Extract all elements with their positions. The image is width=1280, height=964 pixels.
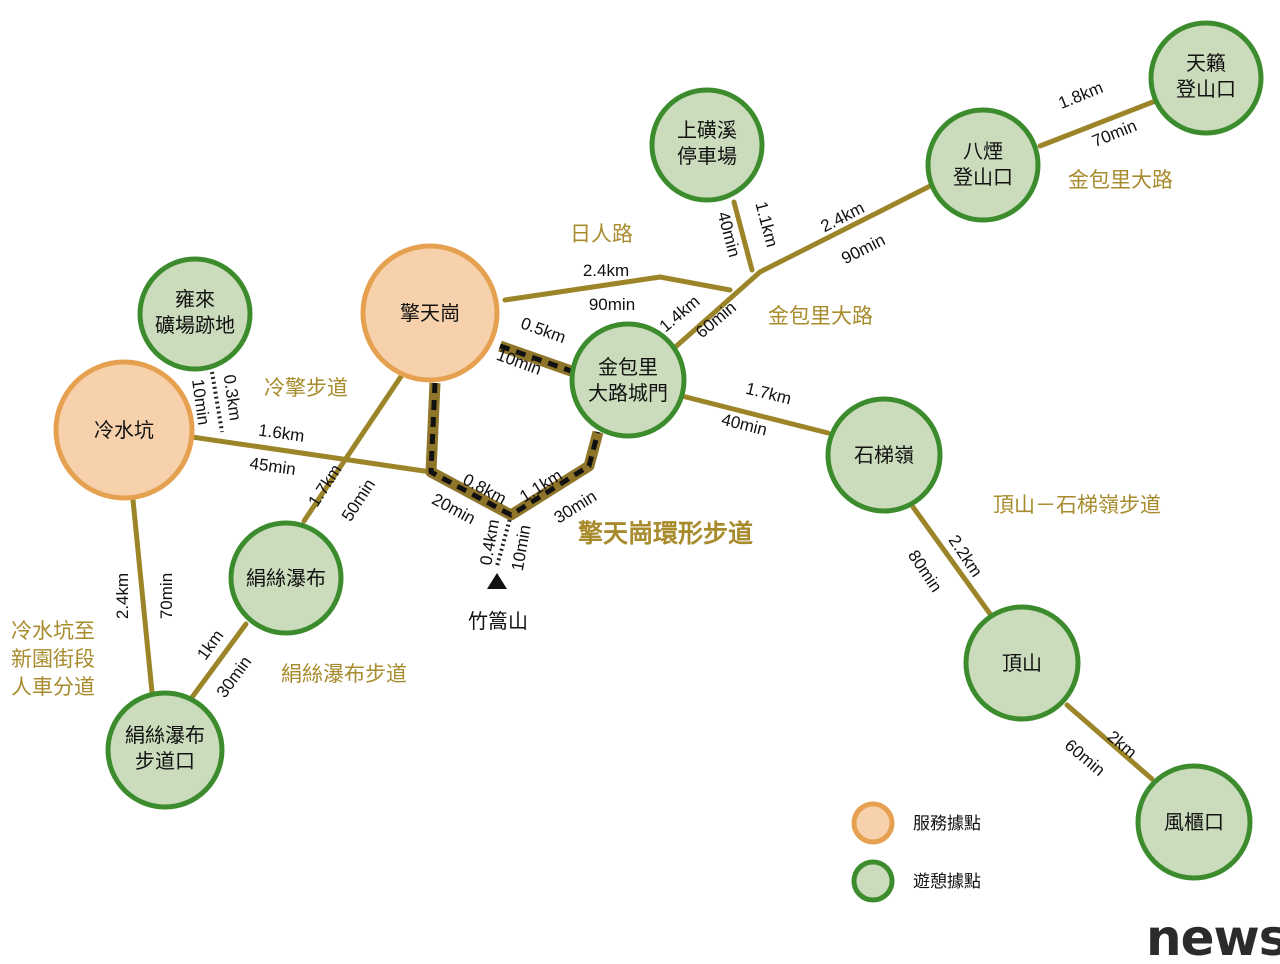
distance-label: 1.7km: [304, 461, 345, 510]
time-label: 45min: [248, 454, 297, 479]
edge-label-juansi-trailhead: 1km 30min: [193, 626, 255, 701]
node-label: 登山口: [953, 166, 1013, 189]
time-label: 60min: [1061, 736, 1109, 780]
edge-label-zhuzi: 0.4km 10min: [476, 518, 534, 572]
distance-label: 1.1km: [751, 200, 781, 250]
node-tianlai[interactable]: 天籟 登山口: [1148, 20, 1264, 136]
legend-rest-swatch: [851, 859, 895, 903]
road-label-loop: 擎天崗環形步道: [578, 519, 753, 548]
road-label-jinbaoli-upper: 金包里大路: [1068, 169, 1173, 192]
node-label: 雍來: [175, 288, 215, 311]
legend: 服務據點 遊憩據點: [851, 801, 981, 903]
route-jinbaoli-upper: [669, 179, 941, 353]
edge-label-qingtian-gate: 0.5km 10min: [494, 314, 568, 379]
node-jinbaoli-gate[interactable]: 金包里 大路城門: [569, 321, 687, 439]
distance-label: 2.4km: [113, 573, 132, 619]
node-label: 天籟: [1186, 52, 1226, 75]
distance-label: 0.5km: [518, 314, 568, 348]
node-label: 絹絲瀑布: [246, 567, 326, 590]
distance-label: 1.6km: [257, 421, 305, 446]
route-gate-shitiling: [679, 393, 831, 436]
edge-label-leng-trailhead: 2.4km 70min: [113, 573, 176, 619]
distance-label: 1.7km: [744, 379, 794, 409]
node-label: 停車場: [677, 145, 737, 168]
route-shitiling-dingshan: [910, 504, 996, 621]
road-label-lengshui-line3: 人車分道: [11, 676, 95, 699]
route-leng-trailhead: [130, 497, 155, 695]
routes: [130, 97, 1161, 782]
peak-triangle-icon: [487, 573, 507, 589]
node-shitiling[interactable]: 石梯嶺: [825, 396, 943, 514]
loop-trail: [425, 340, 604, 521]
node-label: 礦場跡地: [155, 314, 235, 337]
route-lengqing: [189, 434, 434, 475]
node-juansi[interactable]: 絹絲瀑布: [228, 520, 344, 636]
node-label: 擎天崗: [400, 302, 460, 325]
time-label: 90min: [838, 230, 888, 268]
road-label-juansi: 絹絲瀑布步道: [281, 663, 407, 686]
road-label-rirenlu: 日人路: [570, 223, 633, 246]
legend-service-label: 服務據點: [913, 814, 981, 833]
distance-label: 1.8km: [1056, 78, 1106, 113]
route-dingshan-fenggui: [1064, 702, 1155, 782]
node-dingshan[interactable]: 頂山: [963, 604, 1081, 722]
node-qingtiangang[interactable]: 擎天崗: [360, 243, 500, 383]
brand-logo: news: [1146, 909, 1280, 964]
distance-label: 2km: [1104, 727, 1141, 762]
loop-link-dash: [499, 343, 575, 375]
node-label: 風櫃口: [1164, 811, 1224, 834]
node-label: 八煙: [963, 140, 1003, 163]
time-label: 90min: [589, 295, 635, 314]
nodes: 冷水坑 擎天崗 雍來 礦場跡地 絹絲瀑布 絹絲瀑布 步道口 金包里 大路城門 上…: [53, 20, 1264, 881]
road-label-dingshan: 頂山－石梯嶺步道: [993, 494, 1161, 517]
node-label: 登山口: [1176, 78, 1236, 101]
node-fenggui[interactable]: 風櫃口: [1135, 763, 1253, 881]
edge-label-bayan: 2.4km 90min: [818, 198, 889, 268]
distance-label: 0.3km: [220, 373, 245, 421]
loop-base: [425, 382, 604, 521]
route-qingtian-juansi: [301, 372, 405, 524]
time-label: 50min: [338, 476, 379, 525]
time-label: 70min: [157, 573, 176, 619]
road-label-lengqing: 冷擎步道: [264, 377, 348, 400]
road-label-lengshui-line2: 新園街段: [11, 648, 95, 671]
route-rirenlu: [502, 274, 733, 303]
node-label: 上磺溪: [677, 119, 737, 142]
node-label: 大路城門: [588, 382, 668, 405]
legend-service-swatch: [851, 801, 895, 845]
node-shanghuangxi[interactable]: 上磺溪 停車場: [649, 87, 765, 203]
spur-yonglai: [210, 371, 224, 433]
loop-dash: [428, 382, 601, 518]
legend-rest-label: 遊憩據點: [913, 872, 981, 891]
road-label-lengshui-line1: 冷水坑至: [11, 620, 95, 643]
node-label: 金包里: [598, 356, 658, 379]
route-bayan-tianlai: [1037, 97, 1161, 149]
node-label: 步道口: [135, 750, 195, 773]
node-bayan[interactable]: 八煙 登山口: [925, 107, 1041, 223]
time-label: 80min: [904, 547, 946, 596]
edge-label-yonglai: 0.3km 10min: [188, 373, 245, 426]
route-parking: [731, 199, 755, 273]
edge-label-dingshan-fenggui: 2km 60min: [1061, 727, 1141, 780]
node-label: 冷水坑: [94, 419, 154, 442]
road-label-jinbaoli-lower: 金包里大路: [768, 305, 873, 328]
node-yonglai[interactable]: 雍來 礦場跡地: [137, 256, 253, 372]
node-label: 頂山: [1002, 652, 1042, 675]
route-juansi-trailhead: [187, 621, 249, 703]
peak-label: 竹篙山: [468, 610, 528, 633]
spur-zhuzi: [495, 514, 513, 567]
road-labels: 金包里大路 金包里大路 日人路 冷擎步道 擎天崗環形步道 絹絲瀑布步道 頂山－石…: [11, 169, 1173, 699]
node-label: 絹絲瀑布: [125, 724, 205, 747]
node-label: 石梯嶺: [854, 444, 914, 467]
node-juansi-trailhead[interactable]: 絹絲瀑布 步道口: [105, 690, 225, 810]
node-lengshuikeng[interactable]: 冷水坑: [53, 359, 195, 501]
time-label: 10min: [508, 523, 535, 572]
distance-label: 2.4km: [583, 261, 629, 280]
